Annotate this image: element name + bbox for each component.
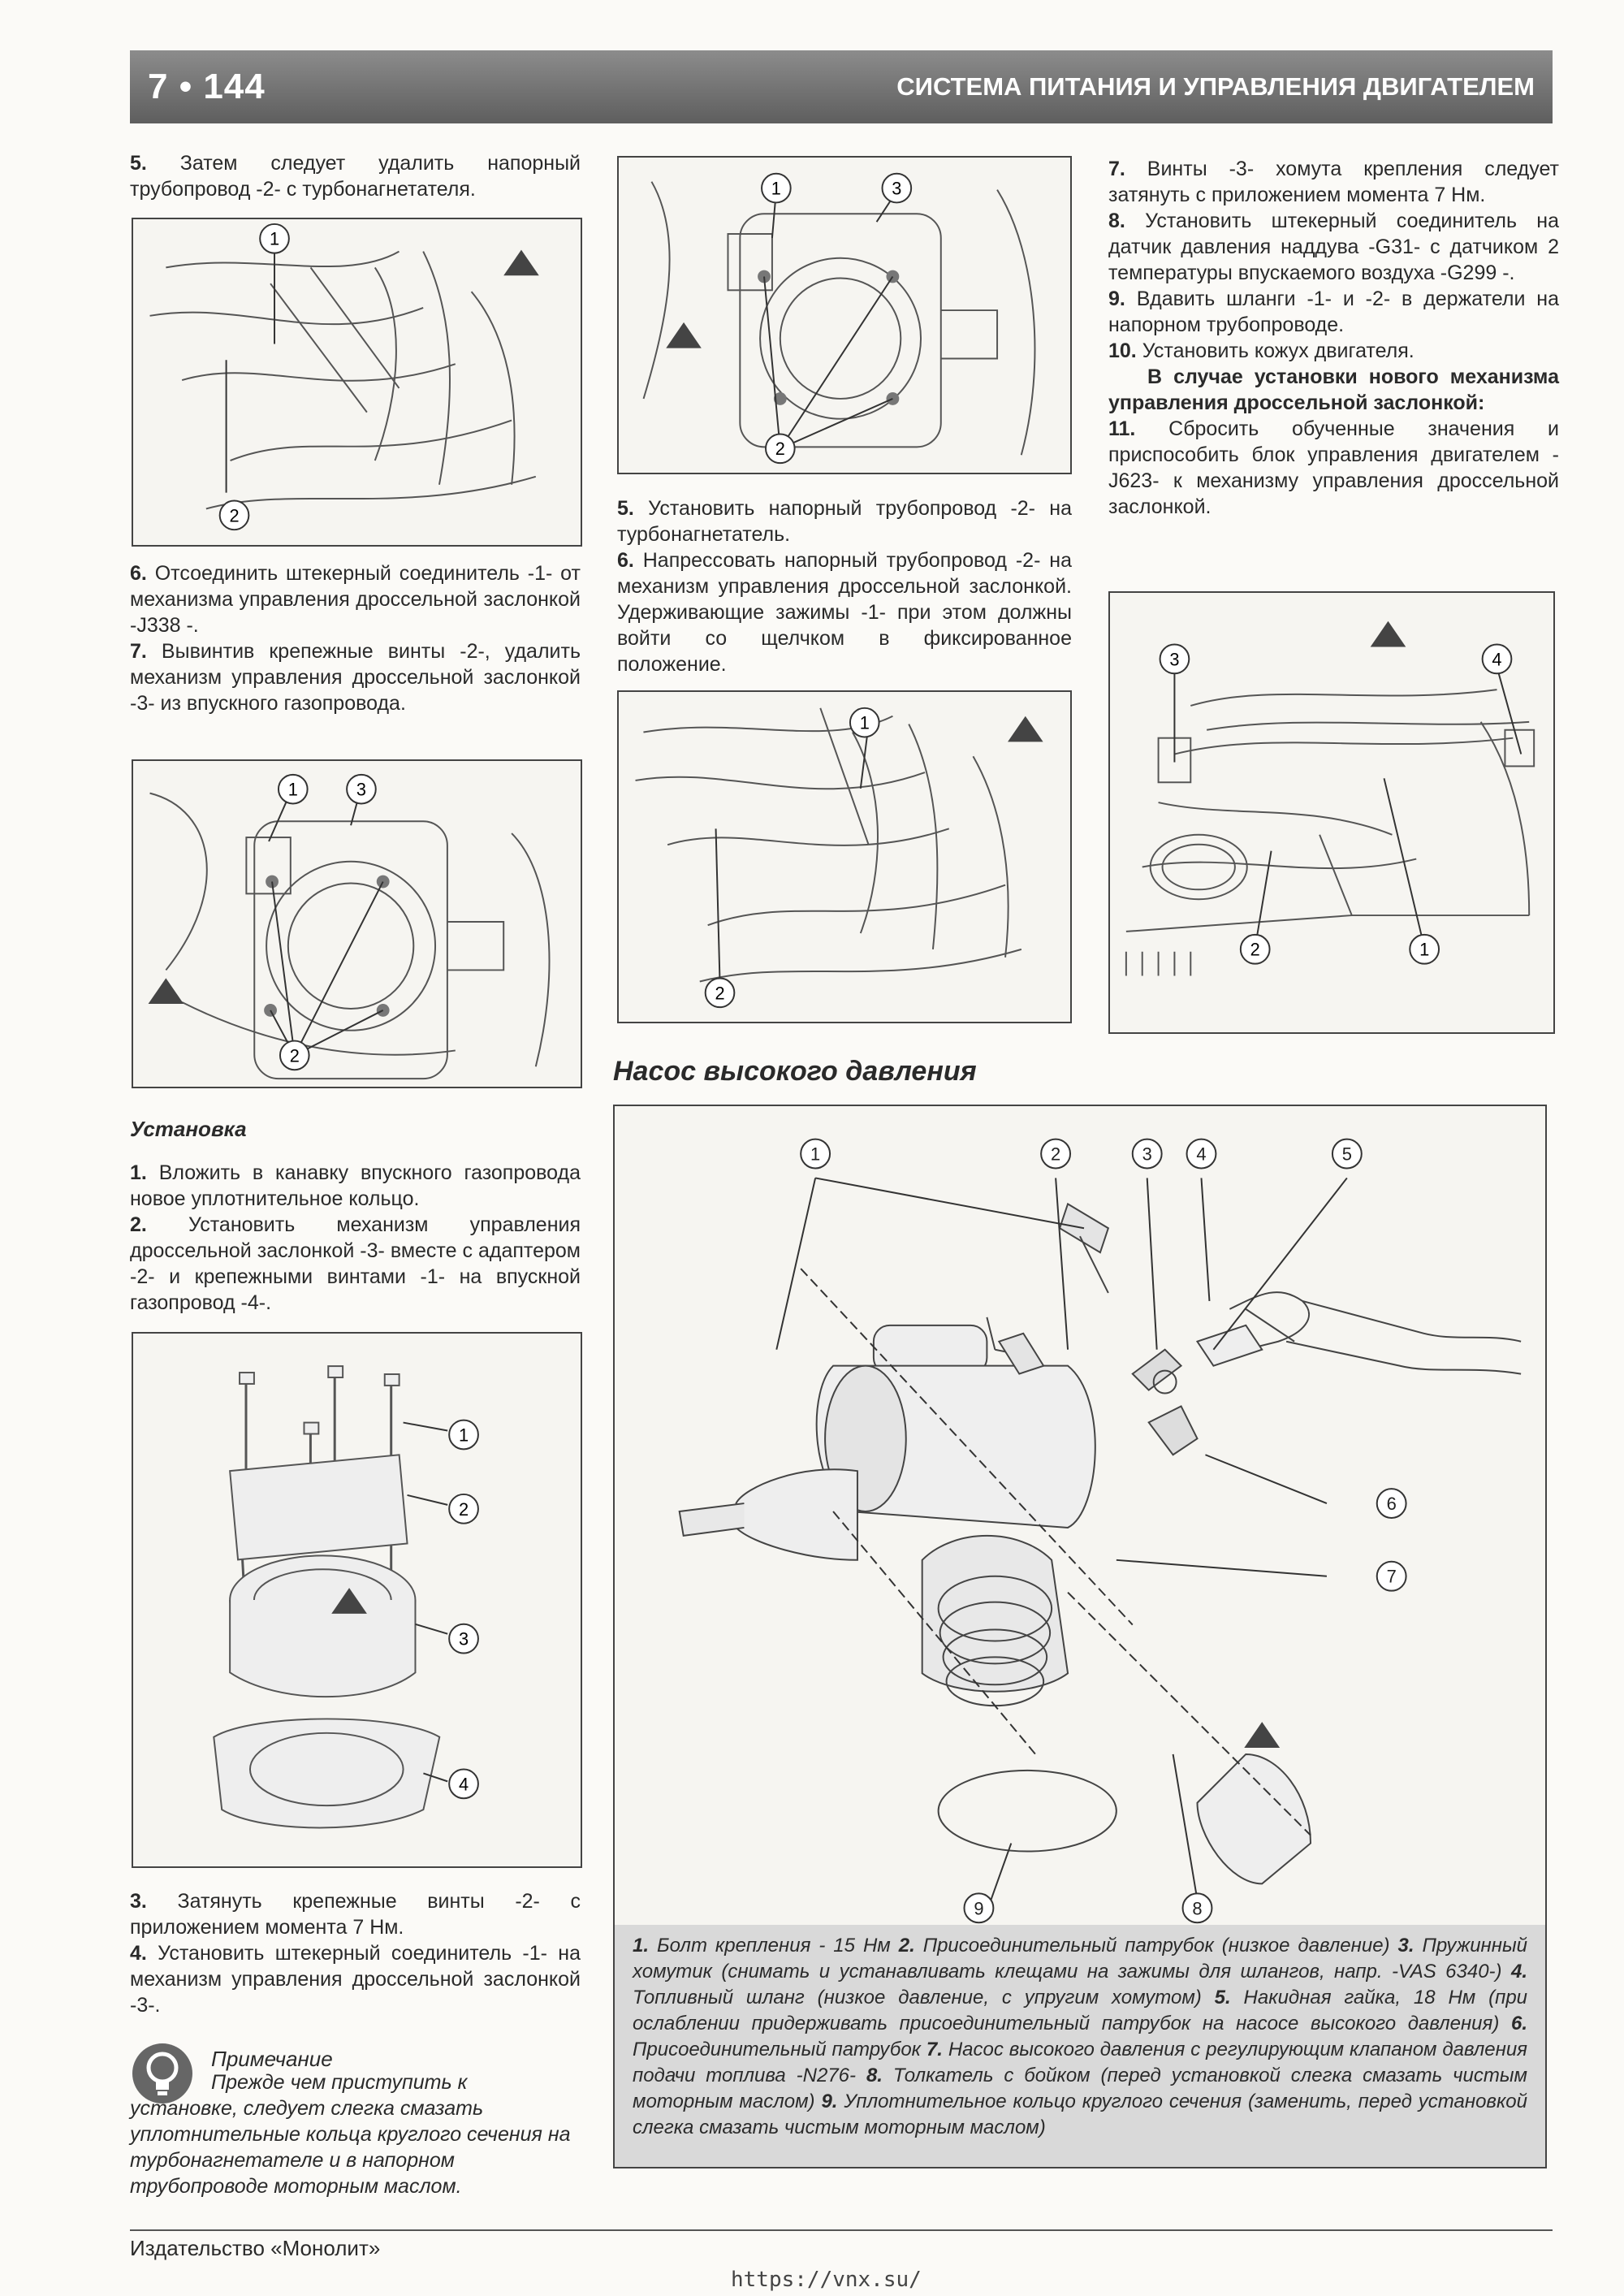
pump-legend: 1. Болт крепления - 15 Нм 2. Присоединит… — [613, 1925, 1547, 2168]
page-header: 7 • 144 СИСТЕМА ПИТАНИЯ И УПРАВЛЕНИЯ ДВИ… — [130, 50, 1553, 123]
step-number: 4. — [130, 1942, 147, 1965]
svg-text:4: 4 — [459, 1774, 469, 1794]
pump-label-9: 9 — [974, 1898, 983, 1918]
figure-pressure-pipe-install: 1 2 — [617, 690, 1072, 1023]
step-number: 7. — [130, 640, 147, 663]
legend-2: 2. Присоединительный патрубок (низкое да… — [898, 1935, 1398, 1957]
col3-steps: 7. Винты -3- хомута крепления следует за… — [1108, 156, 1559, 520]
step-text: Установить механизм управления дроссельн… — [130, 1213, 581, 1314]
fig5-label-2: 2 — [1250, 940, 1260, 960]
note-title: Примечание — [211, 2047, 333, 2071]
logo-icon — [1244, 1722, 1281, 1749]
fig6-label-2: 2 — [715, 983, 724, 1003]
figure-throttle-body-installed: 1 3 2 — [617, 156, 1072, 474]
step-text: Установить штекерный соединитель -1- на … — [130, 1942, 581, 2017]
legend-4: 4. Топливный шланг (низкое давление, с у… — [633, 1961, 1527, 2008]
legend-6: 6. Присоединительный патрубок — [633, 2013, 1527, 2060]
pump-label-7: 7 — [1387, 1567, 1397, 1587]
fig4-label-2: 2 — [775, 439, 785, 459]
legend-3: 3. Пружинный хомутик (снимать и устанавл… — [633, 1935, 1527, 1983]
fig2-label-3: 3 — [356, 780, 366, 800]
fig6-label-1: 1 — [860, 713, 870, 733]
col1-install-steps-3-4: 3. Затянуть крепежные винты -2- с прилож… — [130, 1888, 581, 2018]
installation-heading: Установка — [130, 1117, 247, 1141]
new-throttle-heading: В случае установки нового механизма упра… — [1108, 365, 1559, 414]
logo-icon — [1370, 620, 1406, 647]
pump-label-3: 3 — [1142, 1144, 1152, 1165]
col2-steps: 5. Установить напорный трубопровод -2- н… — [617, 495, 1072, 677]
publisher: Издательство «Монолит» — [130, 2236, 381, 2260]
step-text: Сбросить обученные значения и приспособи… — [1108, 417, 1559, 518]
fig3-label-1: 1 — [459, 1425, 469, 1445]
step-number: 11. — [1108, 417, 1136, 440]
chapter-title: СИСТЕМА ПИТАНИЯ И УПРАВЛЕНИЯ ДВИГАТЕЛЕМ — [896, 72, 1535, 101]
logo-icon — [148, 978, 184, 1005]
figure-throttle-exploded: 1 3 2 4 — [132, 1332, 582, 1868]
fig2-label-1: 1 — [288, 780, 298, 800]
fig1-label-1: 1 — [270, 229, 279, 249]
pump-label-6: 6 — [1387, 1494, 1397, 1514]
col1-step5: 5. Затем следует удалить напорный трубоп… — [130, 150, 581, 202]
fig5-label-1: 1 — [1419, 940, 1429, 960]
step-number: 5. — [617, 497, 634, 520]
lightbulb-icon — [132, 2043, 192, 2104]
step-number: 9. — [1108, 288, 1125, 310]
step-text: Отсоединить штекерный соединитель -1- от… — [130, 562, 581, 637]
col1-install-steps: 1. Вложить в канавку впускного газопрово… — [130, 1160, 581, 1316]
step-number: 6. — [130, 562, 147, 585]
fig2-label-2: 2 — [290, 1045, 300, 1066]
step-text: Вложить в канавку впускного газопровода … — [130, 1161, 581, 1210]
section-title-pump: Насос высокого давления — [613, 1056, 977, 1087]
step-text: Затем следует удалить напорный трубопров… — [130, 152, 581, 201]
page-number: 7 • 144 — [148, 67, 266, 106]
step-text: Установить штекерный соединитель на датч… — [1108, 210, 1559, 284]
step-text: Вдавить шланги -1- и -2- в держатели на … — [1108, 288, 1560, 336]
svg-text:3: 3 — [892, 179, 901, 199]
legend-7: 7. Насос высокого давления с регулирующи… — [633, 2039, 1528, 2086]
footer-divider — [130, 2229, 1553, 2231]
step-number: 2. — [130, 1213, 147, 1236]
logo-icon — [666, 322, 702, 348]
legend-5: 5. Накидная гайка, 18 Нм (при ослаблении… — [633, 1987, 1528, 2034]
fig3-label-3: 3 — [459, 1629, 469, 1650]
step-number: 1. — [130, 1161, 147, 1184]
pump-label-4: 4 — [1196, 1144, 1206, 1165]
pump-label-8: 8 — [1192, 1898, 1202, 1918]
pump-label-2: 2 — [1051, 1144, 1060, 1165]
step-text: Установить напорный трубопровод -2- на т… — [617, 497, 1073, 546]
figure-high-pressure-pump: 1 2 3 4 5 6 7 8 9 — [613, 1105, 1547, 1925]
legend-9: 9. Уплотнительное кольцо круглого сечени… — [633, 2091, 1527, 2138]
step-number: 6. — [617, 549, 634, 572]
source-url[interactable]: https://vnx.su/ — [731, 2268, 922, 2292]
fig4-label-1: 1 — [771, 179, 781, 199]
fig5-label-3: 3 — [1169, 649, 1179, 669]
pump-label-1: 1 — [810, 1144, 820, 1165]
figure-pressure-pipe-removal: 1 2 — [132, 218, 582, 547]
step-text: Винты -3- хомута крепления следует затян… — [1108, 158, 1559, 206]
step-text: Напрессовать напорный трубопровод -2- на… — [617, 549, 1072, 676]
legend-1: 1. Болт крепления - 15 Нм — [633, 1935, 899, 1957]
legend-8: 8. Толкатель с бойком (перед установкой … — [633, 2065, 1527, 2112]
col1-steps-6-7: 6. Отсоединить штекерный соединитель -1-… — [130, 560, 581, 716]
fig1-label-2: 2 — [229, 505, 239, 525]
fig5-label-4: 4 — [1492, 649, 1501, 669]
logo-icon — [503, 249, 539, 276]
logo-icon — [1008, 716, 1043, 742]
figure-engine-bay-hoses: 3 4 2 1 — [1108, 591, 1555, 1034]
step-text: Затянуть крепежные винты -2- с приложени… — [130, 1890, 581, 1939]
step-number: 10. — [1108, 339, 1137, 362]
step-text: Установить кожух двигателя. — [1142, 339, 1415, 362]
step-text: Вывинтив крепежные винты -2-, удалить ме… — [130, 640, 581, 715]
logo-icon — [331, 1588, 367, 1614]
step-number: 7. — [1108, 158, 1125, 180]
step-number: 8. — [1108, 210, 1125, 232]
fig3-label-2: 2 — [459, 1499, 469, 1520]
figure-throttle-body-mounted: 1 3 2 — [132, 759, 582, 1088]
step-number: 5. — [130, 152, 147, 175]
note-text: Прежде чем приступить к установке, следу… — [130, 2071, 571, 2198]
step-number: 3. — [130, 1890, 147, 1913]
pump-label-5: 5 — [1342, 1144, 1352, 1165]
